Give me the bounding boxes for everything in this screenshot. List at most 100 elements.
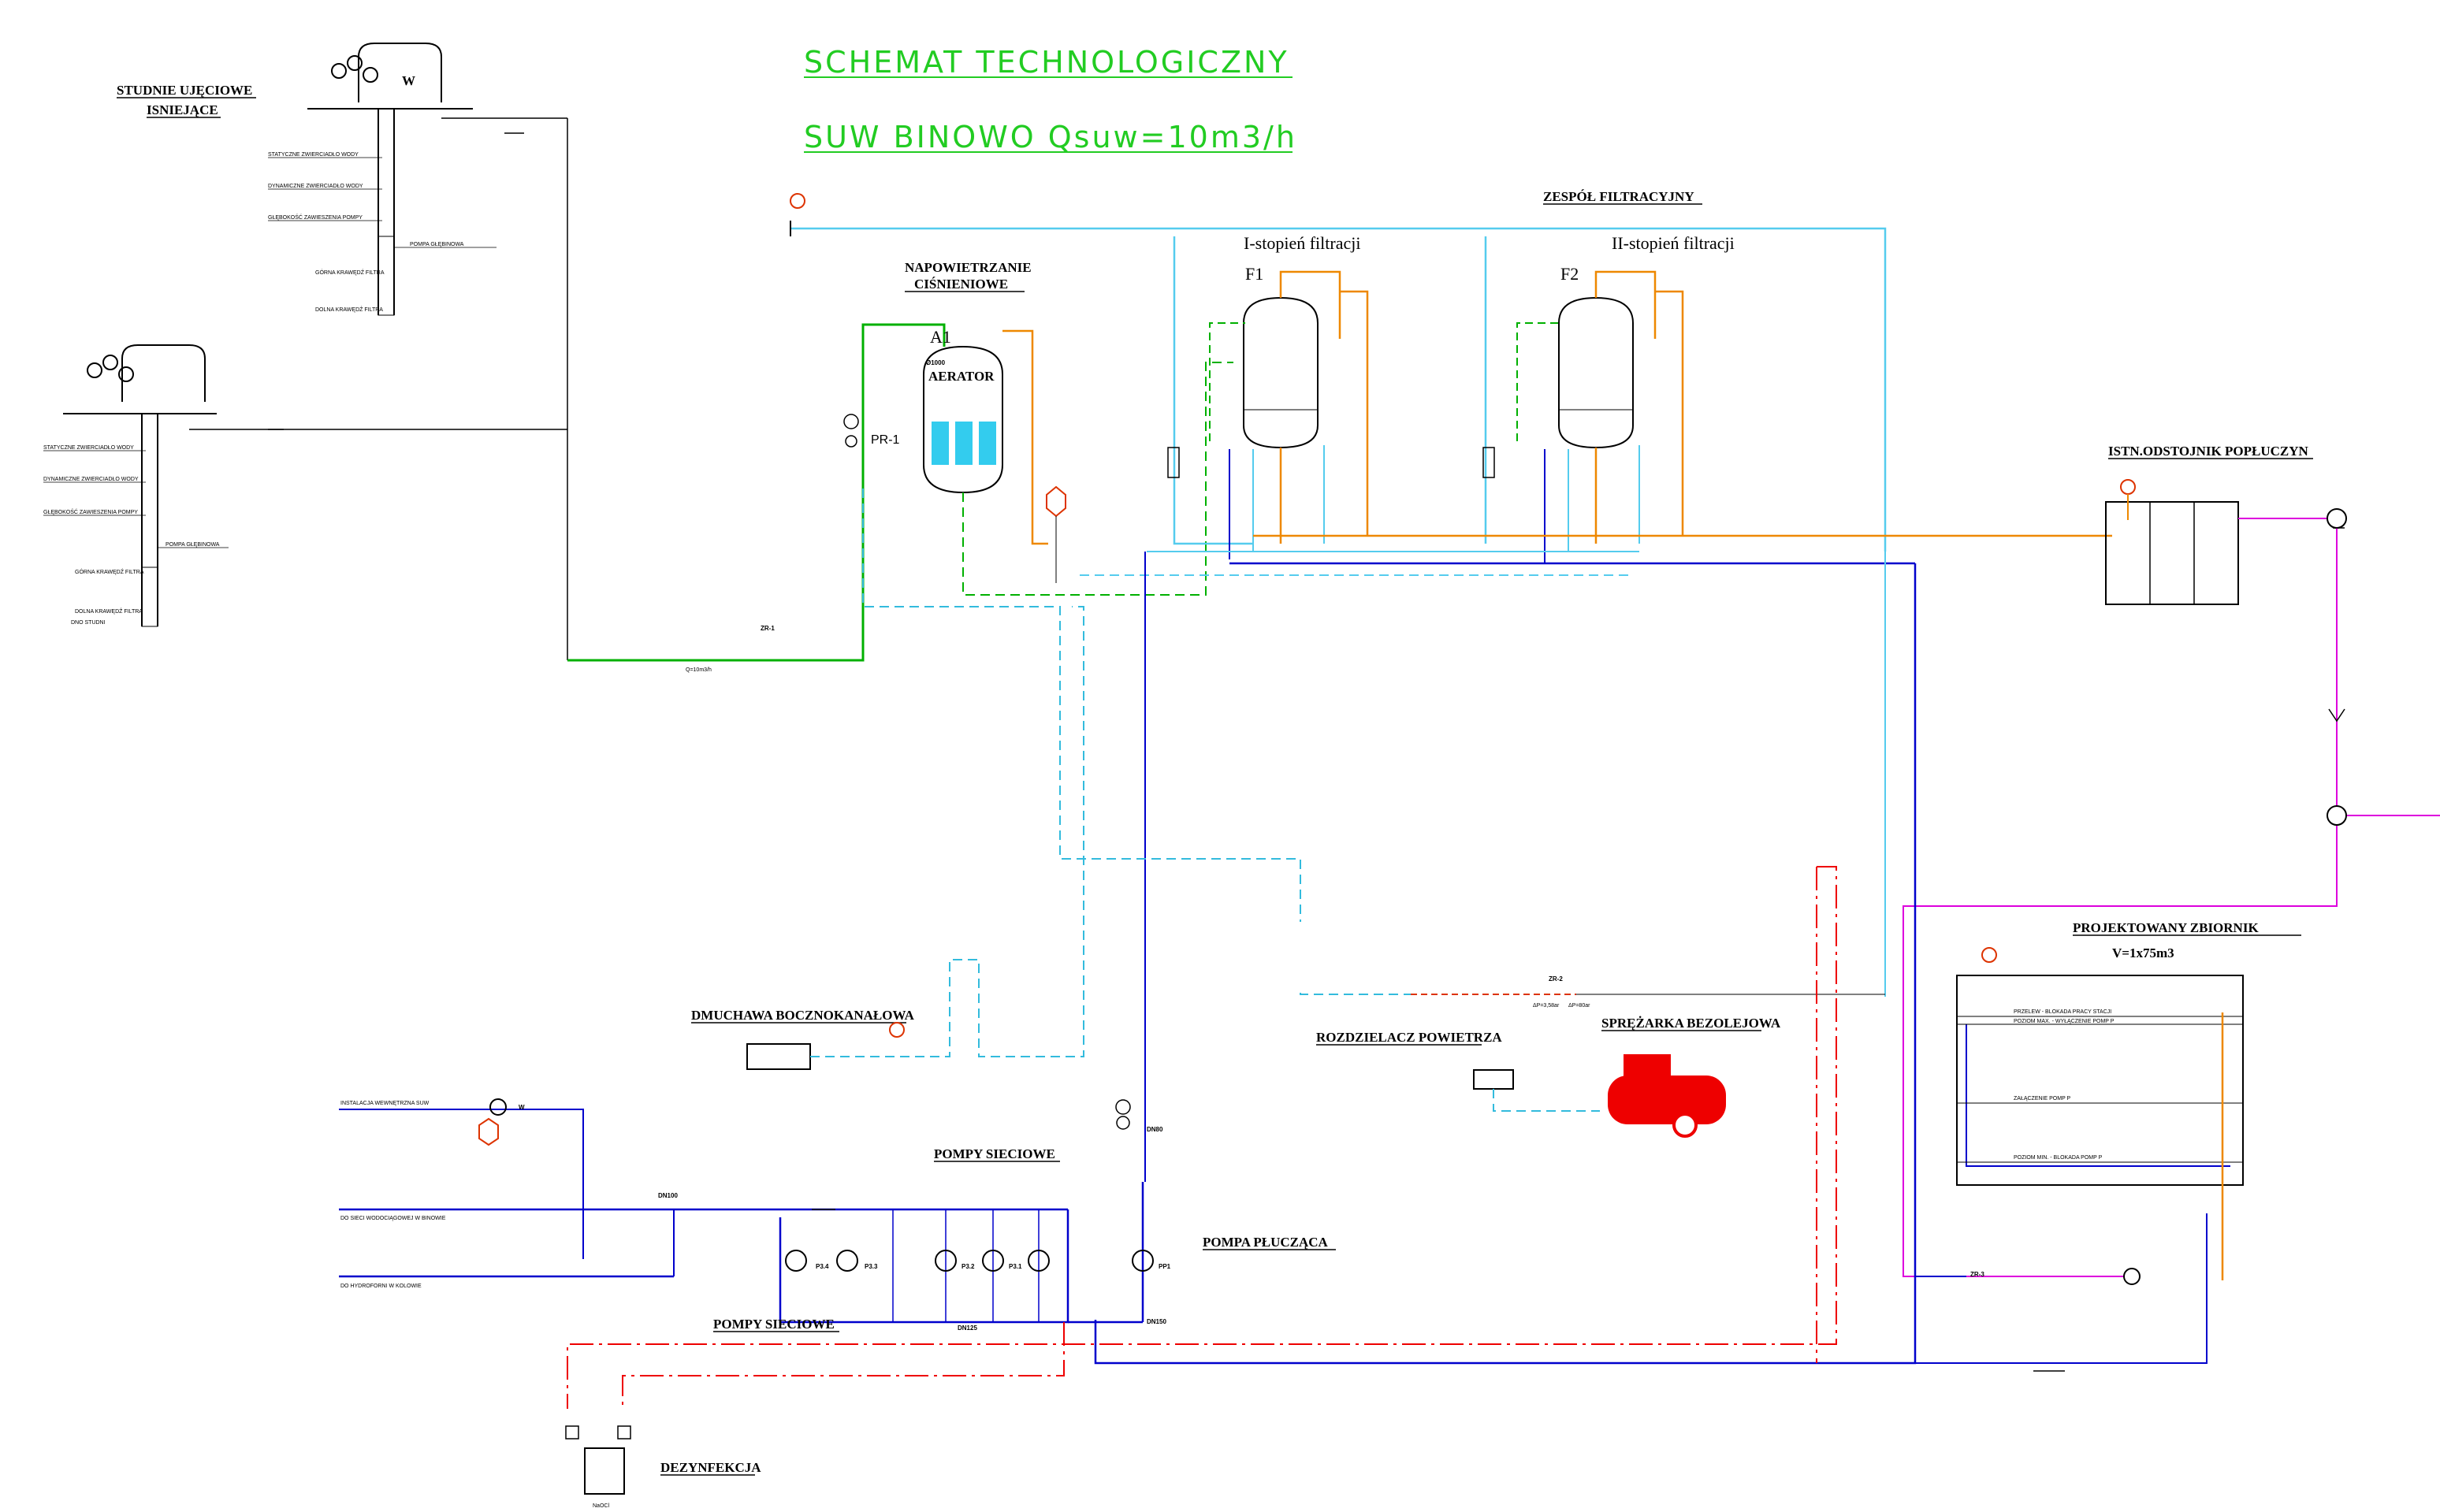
well-2-top-filter: GÓRNA KRAWĘDŹ FILTRA xyxy=(75,568,144,575)
wells-heading: STUDNIE UJĘCIOWE xyxy=(117,83,252,98)
sludge-settler: ISTN.ODSTOJNIK POPŁUCZYN xyxy=(1903,444,2440,1285)
sludge-pump-icon xyxy=(2327,508,2347,529)
line-hydro-label: DO HYDROFORNI W KOLOWIE xyxy=(340,1284,422,1289)
settler-heading: ISTN.ODSTOJNIK POPŁUCZYN xyxy=(2108,444,2309,459)
dp2-label: ΔP=80ar xyxy=(1568,1003,1590,1009)
well-1-bottom-filter: DOLNA KRAWĘDŹ FILTRA xyxy=(315,306,383,313)
tag-zr3: ZR-3 xyxy=(1970,1271,1984,1278)
title-line-2: SUW BINOWO Qsuw=10m3/h xyxy=(804,120,1297,154)
pumps-top-heading: POMPY SIECIOWE xyxy=(934,1146,1055,1161)
well-2-bottom-filter: DOLNA KRAWĘDŹ FILTRA xyxy=(75,607,143,615)
well-2-depth: GŁĘBOKOŚĆ ZAWIESZENIA POMPY xyxy=(43,508,138,515)
aerator-vessel xyxy=(923,345,1003,494)
arrow-icon xyxy=(268,132,2345,1372)
tank-level-start: ZAŁĄCZENIE POMP P xyxy=(2014,1096,2071,1101)
raw-flow-label: Q=10m3/h xyxy=(686,667,712,673)
aerator-id: A1 xyxy=(930,327,951,347)
blower-section: DMUCHAWA BOCZNOKANAŁOWA xyxy=(691,489,1411,1070)
tank-heading: PROJEKTOWANY ZBIORNIK xyxy=(2073,920,2259,935)
well-1-symbol: W xyxy=(402,73,415,88)
blower-icon xyxy=(746,1043,811,1070)
aeration-section: NAPOWIETRZANIE CIŚNIENIOWE A1 Ø1000 AERA… xyxy=(843,260,1233,596)
well-1-top-filter: GÓRNA KRAWĘDŹ FILTRA xyxy=(315,269,385,276)
flowmeter-icon xyxy=(489,1098,507,1116)
tag-dn100: DN100 xyxy=(658,1192,678,1199)
tank-volume: V=1x75m3 xyxy=(2112,945,2174,960)
pump-tag-pp1: PP1 xyxy=(1159,1263,1171,1270)
wells-heading-2: ISNIEJĄCE xyxy=(147,102,218,117)
gauge-icon xyxy=(889,1022,905,1038)
zr1-tag: ZR-1 xyxy=(761,625,775,632)
raw-water-line: Q=10m3/h ZR-1 xyxy=(567,323,946,673)
filter-f2-id: F2 xyxy=(1560,264,1579,284)
stage-1-heading: I-stopień filtracji xyxy=(1244,233,1360,253)
dp1-label: ΔP=3,58ar xyxy=(1533,1003,1560,1009)
title-line-1: SCHEMAT TECHNOLOGICZNY xyxy=(804,45,1289,80)
pump-station: INSTALACJA WEWNĘTRZNA SUW DO SIECI WODOC… xyxy=(339,1098,1984,1332)
wash-pump-heading: POMPA PŁUCZĄCA xyxy=(1203,1235,1329,1250)
well-1-pump: POMPA GŁĘBINOWA xyxy=(410,242,464,247)
aeration-heading: NAPOWIETRZANIE xyxy=(905,260,1032,275)
pump-tag-34: P3.4 xyxy=(816,1263,829,1270)
pump-icon xyxy=(836,1250,858,1272)
pump-tag-31: P3.1 xyxy=(1009,1263,1022,1270)
aerator-dn: Ø1000 xyxy=(926,359,946,366)
title-block: SCHEMAT TECHNOLOGICZNY SUW BINOWO Qsuw=1… xyxy=(804,45,1297,154)
pr1-label: PR-1 xyxy=(871,433,900,447)
air-distributor: ΔP=3,58ar ΔP=80ar ROZDZIELACZ POWIETRZA … xyxy=(1316,975,1885,1112)
aeration-heading-2: CIŚNIENIOWE xyxy=(914,277,1008,292)
well-1-dynamic: DYNAMICZNE ZWIERCIADŁO WODY xyxy=(268,184,363,189)
line-network-label: DO SIECI WODOCIĄGOWEJ W BINOWIE xyxy=(340,1216,446,1221)
well-2 xyxy=(63,344,567,627)
air-distributor-heading: ROZDZIELACZ POWIETRZA xyxy=(1316,1030,1502,1045)
tank-level-overflow: PRZELEW - BLOKADA PRACY STACJI xyxy=(2014,1009,2111,1015)
line-install-label: INSTALACJA WEWNĘTRZNA SUW xyxy=(340,1101,430,1106)
storage-tank: PROJEKTOWANY ZBIORNIK V=1x75m3 PRZELEW -… xyxy=(1956,920,2301,1280)
well-1-depth: GŁĘBOKOŚĆ ZAWIESZENIA POMPY xyxy=(268,214,363,221)
pump-icon xyxy=(982,1250,1004,1272)
well-2-pump: POMPA GŁĘBINOWA xyxy=(166,542,220,548)
compressor-heading: SPRĘŻARKA BEZOLEJOWA xyxy=(1601,1016,1781,1031)
gauge-icon xyxy=(1115,1099,1131,1115)
compressor-tank-icon xyxy=(1608,1075,1726,1124)
well-2-bottom: DNO STUDNI xyxy=(71,620,106,626)
naocl-label: NaOCl xyxy=(593,1503,609,1509)
compressor: SPRĘŻARKA BEZOLEJOWA xyxy=(1601,1016,1781,1138)
pumps-bottom-heading: POMPY SIECIOWE xyxy=(713,1317,835,1332)
pump-icon xyxy=(1028,1250,1050,1272)
pump-icon xyxy=(935,1250,957,1272)
gauge-icon xyxy=(790,193,805,209)
treated-water-line xyxy=(1094,552,2230,1365)
well-2-static: STATYCZNE ZWIERCIADŁO WODY xyxy=(43,445,134,451)
filter-f2-vessel xyxy=(1558,296,1634,449)
tank-level-min: POZIOM MIN. - BLOKADA POMP P xyxy=(2014,1155,2103,1161)
well-2-dynamic: DYNAMICZNE ZWIERCIADŁO WODY xyxy=(43,477,139,482)
wash-pump-icon xyxy=(1132,1250,1154,1272)
flowmeter-icon xyxy=(1167,447,1180,478)
tag-dn125: DN125 xyxy=(958,1324,977,1332)
chemical-tank-icon xyxy=(584,1447,625,1495)
filter-set: ZESPÓŁ FILTRACYJNY I-stopień filtracji I… xyxy=(790,189,2112,576)
pump-tag-32: P3.2 xyxy=(961,1263,975,1270)
well-1-static: STATYCZNE ZWIERCIADŁO WODY xyxy=(268,152,359,158)
filter-f1-vessel xyxy=(1243,296,1319,449)
pump-tag-33: P3.3 xyxy=(865,1263,878,1270)
gauge-icon xyxy=(1116,1116,1130,1130)
sludge-pump-icon xyxy=(2327,805,2347,826)
tag-dn80: DN80 xyxy=(1147,1126,1163,1133)
tag-dn150: DN150 xyxy=(1147,1318,1166,1325)
pump-icon xyxy=(785,1250,807,1272)
gauge-icon xyxy=(843,414,859,429)
gauge-icon xyxy=(1981,947,1997,963)
disinfection-heading: DEZYNFEKCJA xyxy=(660,1460,761,1475)
well-1 xyxy=(307,43,568,660)
blower-heading: DMUCHAWA BOCZNOKANAŁOWA xyxy=(691,1008,915,1023)
meter-symbol: W xyxy=(519,1104,525,1111)
stage-2-heading: II-stopień filtracji xyxy=(1612,233,1735,253)
zr2-tag: ZR-2 xyxy=(1549,975,1563,983)
wells-section: STUDNIE UJĘCIOWE ISNIEJĄCE W STATYCZNE Z… xyxy=(43,43,568,660)
disinfection-section: NaOCl DEZYNFEKCJA xyxy=(565,866,1837,1509)
filter-set-heading: ZESPÓŁ FILTRACYJNY xyxy=(1543,189,1694,204)
flowmeter-icon xyxy=(1482,447,1495,478)
